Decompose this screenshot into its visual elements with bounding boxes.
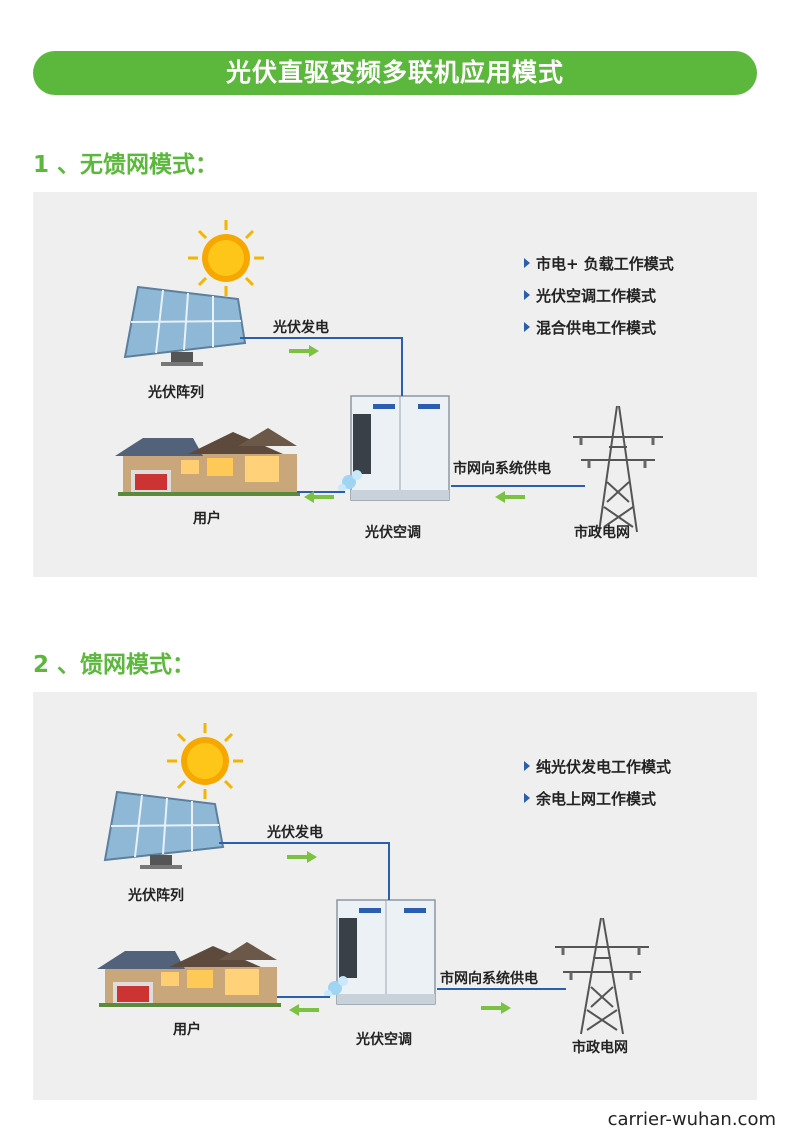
- pv-power-label: 光伏发电: [273, 320, 329, 336]
- watermark-url: carrier-wuhan.com: [603, 1109, 780, 1130]
- pv-array-label: 光伏阵列: [148, 385, 204, 401]
- solar-panel-icon: [123, 285, 247, 366]
- ac-unit-icon: [338, 395, 450, 501]
- user-flow-arrow: [289, 1004, 319, 1016]
- user-label: 用户: [193, 511, 221, 527]
- triangle-bullet-icon: [524, 258, 530, 268]
- section-2-title: 2 、馈网模式：: [33, 652, 196, 678]
- section-1-diagram: 光伏发电 光伏阵列 用户 光伏空调 市网向系统供电 市政电网 市电+ 负载工作模…: [33, 192, 757, 577]
- grid-supply-label: 市网向系统供电: [453, 461, 551, 477]
- grid-flow-arrow: [495, 491, 525, 503]
- mode-item: 光伏空调工作模式: [524, 280, 674, 312]
- pv-wire: [240, 337, 403, 396]
- power-tower-icon: [573, 405, 663, 533]
- pv-flow-arrow: [289, 345, 319, 357]
- mode-item: 纯光伏发电工作模式: [524, 751, 671, 783]
- solar-panel-icon: [103, 790, 225, 869]
- house-icon: [97, 942, 281, 1007]
- ac-label: 光伏空调: [356, 1032, 412, 1048]
- mode-list-1: 市电+ 负载工作模式 光伏空调工作模式 混合供电工作模式: [524, 248, 674, 344]
- grid-label: 市政电网: [574, 525, 630, 541]
- triangle-bullet-icon: [524, 793, 530, 803]
- sun-icon: [188, 220, 264, 296]
- ac-unit-icon: [324, 899, 436, 1005]
- section-2-diagram: 光伏发电 光伏阵列 用户 光伏空调 市网向系统供电 市政电网 纯光伏发电工作模式…: [33, 692, 757, 1100]
- triangle-bullet-icon: [524, 322, 530, 332]
- house-icon: [115, 428, 300, 496]
- mode-item: 市电+ 负载工作模式: [524, 248, 674, 280]
- user-flow-arrow: [304, 491, 334, 503]
- pv-power-label: 光伏发电: [267, 825, 323, 841]
- pv-array-label: 光伏阵列: [128, 888, 184, 904]
- triangle-bullet-icon: [524, 290, 530, 300]
- user-label: 用户: [173, 1022, 201, 1038]
- triangle-bullet-icon: [524, 761, 530, 771]
- diagram-2-graphics: [97, 723, 649, 1035]
- mode-list-2: 纯光伏发电工作模式 余电上网工作模式: [524, 751, 671, 815]
- ac-label: 光伏空调: [365, 525, 421, 541]
- mode-item: 混合供电工作模式: [524, 312, 674, 344]
- power-tower-icon: [555, 917, 649, 1035]
- pv-flow-arrow: [287, 851, 317, 863]
- mode-item: 余电上网工作模式: [524, 783, 671, 815]
- feed-in-flow-arrow: [481, 1002, 511, 1014]
- sun-icon: [167, 723, 243, 799]
- pv-wire: [219, 842, 390, 900]
- diagram-1-graphics: [115, 220, 663, 533]
- grid-label: 市政电网: [572, 1040, 628, 1056]
- grid-supply-label: 市网向系统供电: [440, 971, 538, 987]
- page-banner: 光伏直驱变频多联机应用模式: [33, 51, 757, 95]
- section-1-title: 1 、无馈网模式：: [33, 152, 219, 178]
